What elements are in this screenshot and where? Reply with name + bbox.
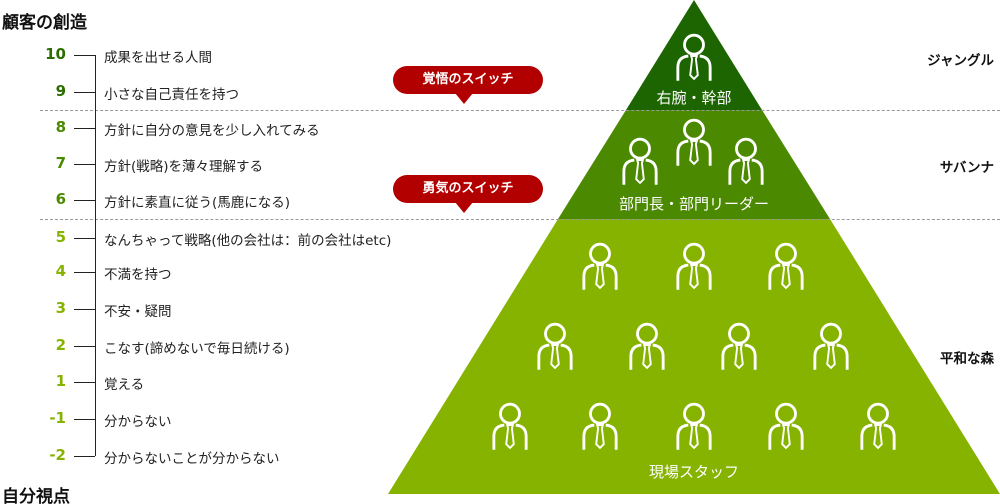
divider-savanna-forest [40,219,1000,220]
pyramid-tier-bottom [388,219,1000,494]
scale-level-label: 分からないことが分からない [104,451,280,467]
scale-axis-line [95,55,96,456]
scale-level-label: 成果を出せる人間 [104,50,212,66]
scale-level-number: -1 [49,409,66,427]
scale-tick [74,272,95,273]
axis-title-bottom: 自分視点 [2,487,70,504]
scale-level-label: 方針(戦略)を薄々理解する [104,159,264,175]
axis-title-top: 顧客の創造 [2,13,87,33]
scale-level-label: 方針に自分の意見を少し入れてみる [104,123,320,139]
scale-level-label: なんちゃって戦略(他の会社は：前の会社はetc) [104,233,392,249]
scale-level-label: 不満を持つ [104,267,172,283]
scale-level-number: 6 [55,190,66,208]
scale-tick [74,456,95,457]
scale-level-label: こなす(諦めないで毎日続ける) [104,341,290,357]
switch-bubble-resolve: 覚悟のスイッチ [393,66,543,104]
scale-level-label: 方針に素直に従う(馬鹿になる) [104,195,291,211]
tier-label-staff: 現場スタッフ [648,463,739,481]
zone-label-jungle: ジャングル [927,53,994,69]
scale-level-number: 7 [55,154,66,172]
scale-level-label: 覚える [104,377,145,393]
zone-label-forest: 平和な森 [940,351,994,367]
scale-level-number: -2 [49,446,66,464]
switch-bubble-courage: 勇気のスイッチ [393,175,543,213]
scale-level-number: 1 [55,372,66,390]
scale-tick [74,92,95,93]
scale-tick [74,382,95,383]
scale-tick [74,309,95,310]
scale-level-number: 5 [55,228,66,246]
scale-level-number: 4 [55,262,66,280]
scale-tick [74,55,95,56]
divider-jungle-savanna [40,110,1000,111]
scale-level-number: 3 [55,299,66,317]
scale-tick [74,419,95,420]
scale-level-label: 不安・疑問 [104,304,172,320]
scale-level-number: 2 [55,336,66,354]
scale-tick [74,346,95,347]
scale-tick [74,164,95,165]
scale-level-number: 9 [55,82,66,100]
scale-level-number: 10 [45,45,66,63]
scale-level-label: 分からない [104,414,172,430]
scale-tick [74,238,95,239]
scale-level-number: 8 [55,118,66,136]
zone-label-savanna: サバンナ [939,160,994,176]
scale-tick [74,128,95,129]
tier-label-managers: 部門長・部門リーダー [618,195,769,213]
scale-level-label: 小さな自己責任を持つ [104,87,239,103]
scale-tick [74,200,95,201]
tier-label-executive: 右腕・幹部 [656,89,732,107]
